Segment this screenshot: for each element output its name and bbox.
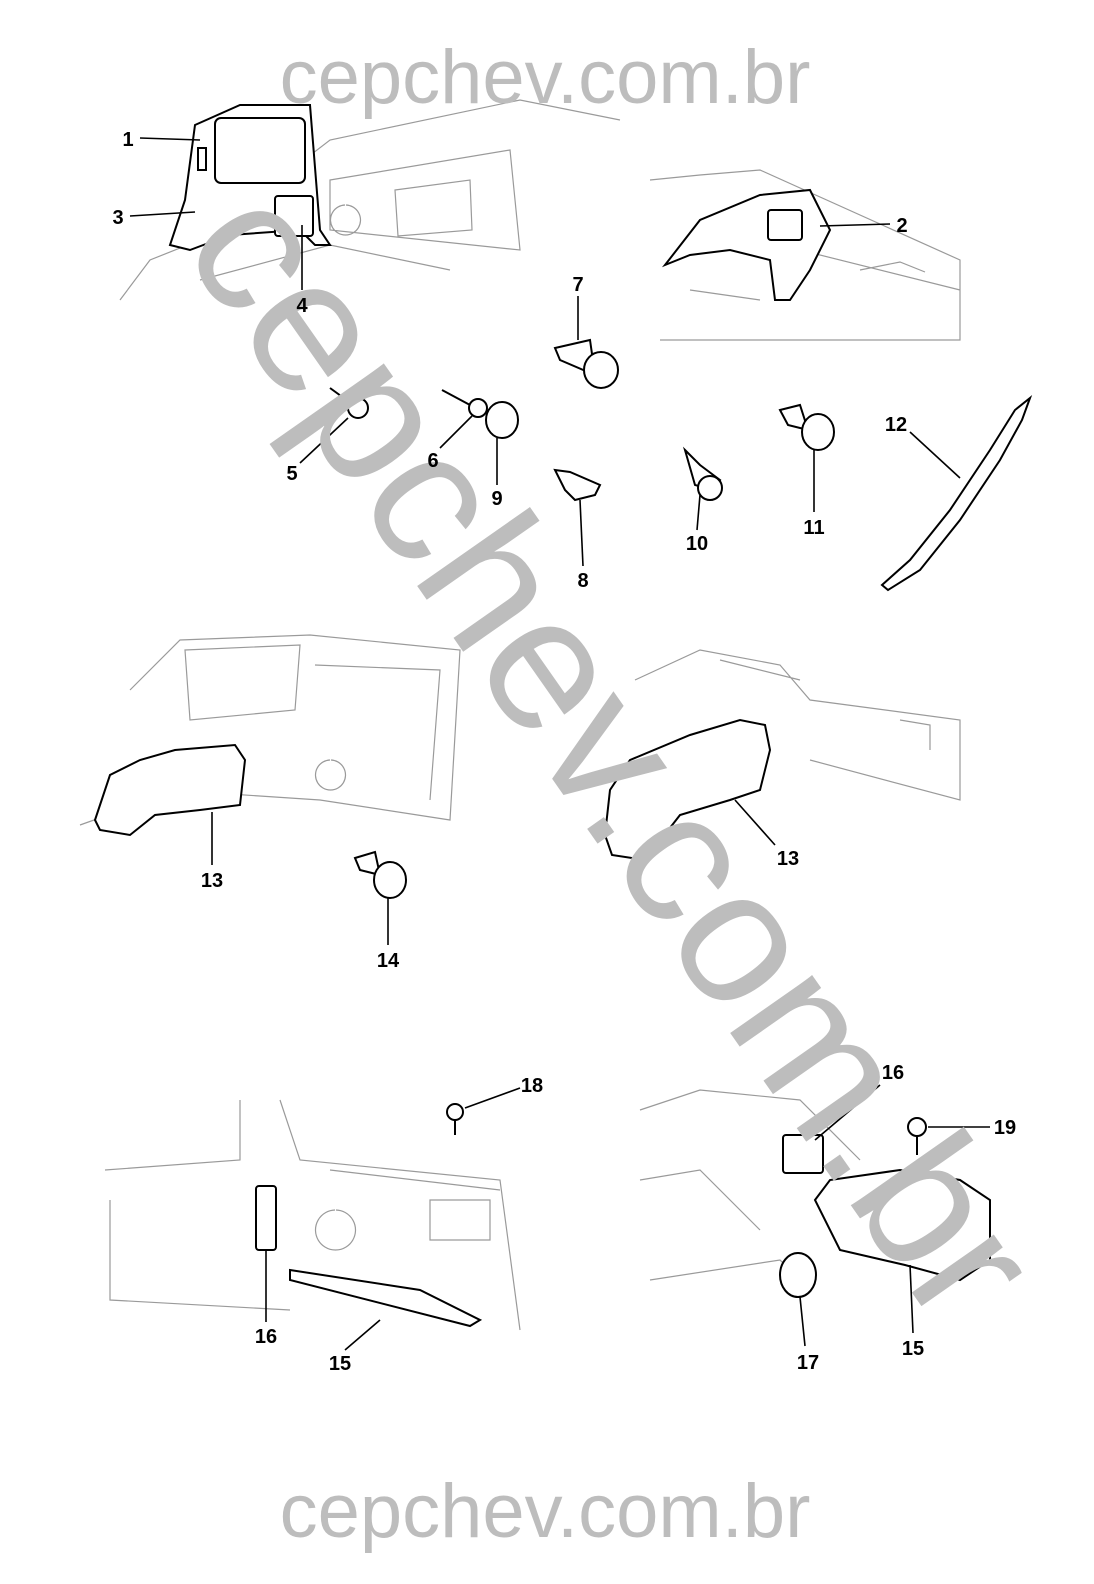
callout-14: 14 — [377, 950, 400, 972]
watermark-diagonal: cepchev.com.br — [146, 148, 1081, 1357]
part-3-leader — [129, 211, 196, 217]
callout-11: 11 — [803, 517, 824, 539]
vehicle-interior-bottom-left — [104, 1099, 521, 1331]
callout-5: 5 — [286, 463, 297, 485]
part-1-leader — [139, 137, 201, 141]
callout-16-left: 16 — [255, 1326, 277, 1348]
part-11-push-pin — [778, 403, 835, 512]
callout-15-left: 15 — [329, 1353, 351, 1375]
callout-19: 19 — [994, 1117, 1016, 1139]
vehicle-interior-middle-right — [603, 649, 961, 862]
part-16-leader-b — [814, 1084, 881, 1141]
callout-9: 9 — [491, 488, 502, 510]
watermark-bottom: cepchev.com.br — [280, 1469, 811, 1554]
callout-18: 18 — [521, 1075, 543, 1097]
part-7-push-pin — [553, 296, 619, 389]
part-18-screw — [446, 1087, 521, 1135]
callout-17: 17 — [797, 1352, 819, 1374]
callout-3: 3 — [112, 207, 123, 229]
watermark-top: cepchev.com.br — [280, 35, 811, 120]
part-6-screw — [439, 389, 488, 449]
part-14-push-pin — [353, 850, 407, 945]
callout-6: 6 — [427, 450, 438, 472]
vehicle-interior-middle-left — [79, 634, 461, 837]
part-5-screw — [299, 387, 369, 464]
callout-13-left: 13 — [201, 870, 223, 892]
callout-16-right: 16 — [882, 1062, 904, 1084]
part-8-clip — [553, 468, 602, 567]
part-15-leader-a — [344, 1319, 381, 1351]
callout-2: 2 — [896, 215, 907, 237]
part-19-screw — [907, 1117, 990, 1155]
callout-10: 10 — [686, 533, 708, 555]
callout-12: 12 — [885, 414, 907, 436]
callout-7: 7 — [572, 274, 583, 296]
part-17-leader — [799, 1296, 806, 1347]
part-12-strap — [880, 394, 1033, 592]
part-9-cap — [485, 401, 519, 485]
part-13-leader-b — [734, 799, 776, 846]
vehicle-interior-top-right — [649, 169, 961, 341]
callout-8: 8 — [577, 570, 588, 592]
part-2-leader — [819, 223, 891, 227]
callout-15-right: 15 — [902, 1338, 924, 1360]
part-10-clip — [682, 446, 723, 531]
callout-13-right: 13 — [777, 848, 799, 870]
vehicle-interior-top-left — [119, 99, 621, 301]
part-15-leader-b — [909, 1264, 914, 1334]
callout-1: 1 — [122, 129, 133, 151]
callout-4: 4 — [296, 295, 308, 317]
vehicle-interior-bottom-right — [639, 1089, 991, 1298]
